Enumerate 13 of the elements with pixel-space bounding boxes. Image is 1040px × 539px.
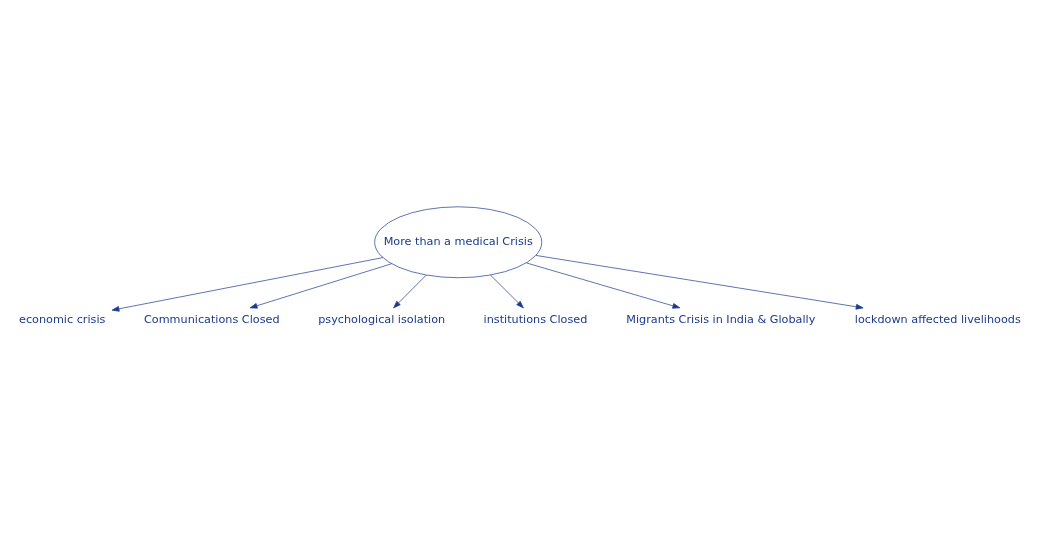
node-text: psychological isolation (318, 312, 446, 326)
arrow (535, 254, 864, 310)
node-text: institutions Closed (483, 312, 588, 326)
node-text: economic crisis (19, 312, 106, 326)
arrow (393, 274, 427, 308)
node-text: Migrants Crisis in India & Globally (626, 312, 816, 326)
arrow (111, 256, 384, 312)
arrow (526, 262, 681, 309)
arrow (490, 274, 524, 308)
node-text: Communications Closed (144, 312, 280, 326)
node-text: lockdown affected livelihoods (854, 312, 1021, 326)
arrow (249, 262, 392, 308)
node-ellipse: More than a medical Crisis (374, 205, 543, 278)
